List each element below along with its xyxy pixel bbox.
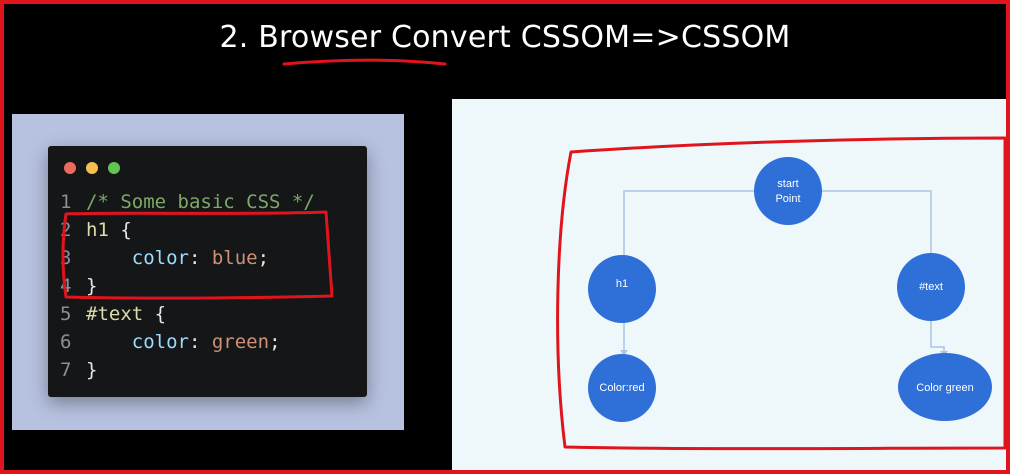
code-token: #text <box>86 303 144 325</box>
code-token: { <box>143 303 167 325</box>
code-line: 1 /* Some basic CSS */ <box>60 188 315 216</box>
code-token: ; <box>269 331 281 353</box>
window-close-dot <box>64 162 76 174</box>
window-minimize-dot <box>86 162 98 174</box>
code-token: green <box>211 331 270 353</box>
code-token: color <box>131 331 189 353</box>
line-number: 1 <box>60 191 72 213</box>
code-token: } <box>86 359 98 381</box>
code-line: 7} <box>60 356 315 384</box>
line-number: 7 <box>60 359 72 381</box>
code-token: : <box>188 331 212 353</box>
line-number: 6 <box>60 331 72 353</box>
window-maximize-dot <box>108 162 120 174</box>
code-line: 6 color: green; <box>60 328 315 356</box>
code-line: 5 #text { <box>60 300 315 328</box>
code-token: /* Some basic CSS */ <box>86 191 315 213</box>
slide-title: 2. Browser Convert CSSOM=>CSSOM <box>219 20 791 55</box>
line-number: 5 <box>60 303 72 325</box>
